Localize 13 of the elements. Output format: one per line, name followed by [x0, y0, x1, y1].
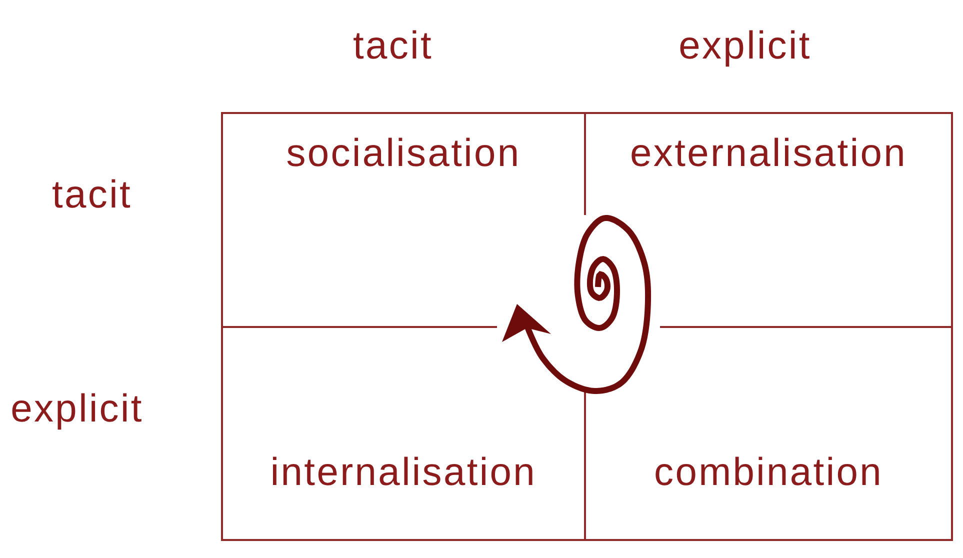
row-header: tacit [52, 172, 132, 219]
row-header: explicit [10, 386, 144, 433]
spiral-icon [500, 214, 652, 395]
quadrant-label: combination [653, 450, 884, 496]
quadrant-box [584, 112, 953, 328]
quadrant-label: externalisation [629, 131, 908, 177]
column-header: explicit [678, 24, 812, 70]
quadrant-box [221, 112, 586, 328]
quadrant-label: socialisation [285, 131, 522, 177]
quadrant-box [584, 326, 953, 541]
quadrant-box [221, 326, 586, 541]
column-header: tacit [352, 24, 434, 70]
quadrant-label: internalisation [269, 450, 538, 496]
